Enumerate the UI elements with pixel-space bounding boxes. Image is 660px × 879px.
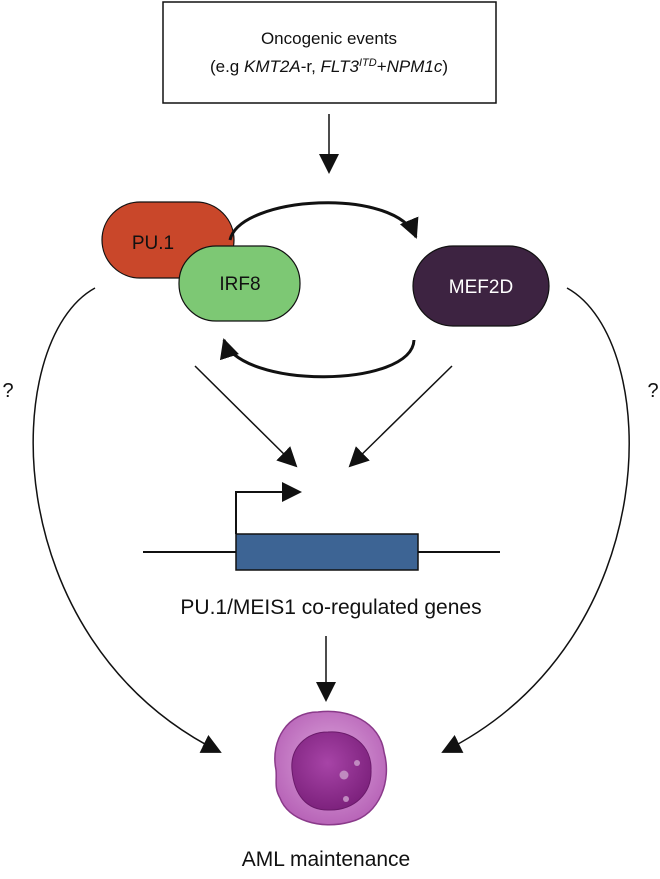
oncogenic-example-part: FLT3 — [321, 57, 360, 76]
arrow-mef2d-to-gene — [348, 365, 453, 468]
gene-label: PU.1/MEIS1 co-regulated genes — [180, 596, 481, 619]
oncogenic-events-box: Oncogenic events (e.g KMT2A-r, FLT3ITD+N… — [162, 1, 497, 104]
arrow-pu1-irf8-to-gene — [194, 365, 298, 468]
oncogenic-example-part: NPM1c — [387, 57, 443, 76]
nucleolus-1 — [339, 770, 349, 780]
gene-schematic: PU.1/MEIS1 co-regulated genes — [143, 482, 500, 619]
oncogenic-events-examples: (e.g KMT2A-r, FLT3ITD+NPM1c) — [210, 57, 448, 76]
oncogenic-example-part: ITD — [359, 57, 377, 69]
question-mark-left: ? — [2, 380, 13, 402]
oncogenic-example-part: + — [377, 57, 387, 76]
nucleolus-2 — [354, 760, 360, 766]
oncogenic-example-part: ) — [442, 57, 448, 76]
nucleolus-3 — [343, 796, 349, 802]
oncogenic-events-title: Oncogenic events — [261, 29, 397, 48]
oncogenic-example-part: -r, — [301, 57, 321, 76]
oncogenic-example-part: (e.g — [210, 57, 244, 76]
arrow-mef2d-to-aml — [441, 287, 630, 753]
pu1-label: PU.1 — [132, 233, 174, 254]
node-irf8: IRF8 — [178, 245, 301, 322]
arrow-pu1-to-aml — [32, 287, 222, 753]
arrow-mef2d-to-irf8 — [220, 338, 416, 379]
aml-cell-icon — [274, 710, 388, 826]
transcription-start-arrow — [235, 482, 302, 534]
mef2d-label: MEF2D — [449, 277, 513, 298]
cell-nucleus — [291, 731, 372, 811]
aml-maintenance-label: AML maintenance — [242, 848, 410, 871]
irf8-label: IRF8 — [219, 274, 260, 295]
arrow-irf8-to-mef2d — [228, 201, 419, 241]
node-mef2d: MEF2D — [412, 245, 550, 327]
question-mark-right: ? — [647, 380, 658, 402]
oncogenic-example-part: KMT2A — [244, 57, 301, 76]
gene-body — [235, 533, 419, 571]
